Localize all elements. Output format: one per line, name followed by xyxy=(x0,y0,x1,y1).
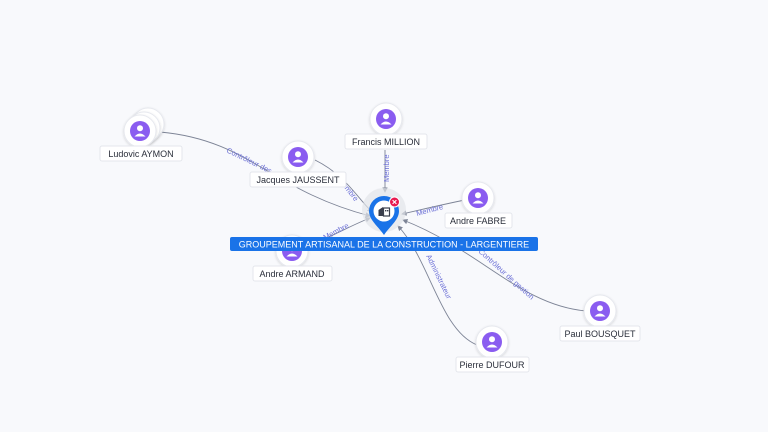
person-icon xyxy=(376,109,396,129)
label-box xyxy=(252,265,333,282)
label-box xyxy=(344,133,428,150)
edge-andre-fabre xyxy=(401,199,466,216)
person-node-jacques-jaussent[interactable]: Jacques JAUSSENT xyxy=(249,140,347,188)
person-icon xyxy=(468,188,488,208)
edges xyxy=(159,131,587,346)
person-icon xyxy=(288,147,308,167)
edge-paul-bousquet xyxy=(402,219,587,312)
person-icon xyxy=(590,301,610,321)
label-box xyxy=(444,212,513,229)
person-name: Jacques JAUSSENT xyxy=(256,175,340,185)
label-box xyxy=(455,356,530,373)
person-name: Paul BOUSQUET xyxy=(564,329,636,339)
center-label-box xyxy=(230,237,538,251)
center-company-node[interactable]: GROUPEMENT ARTISANAL DE LA CONSTRUCTION … xyxy=(230,188,538,251)
person-node-andre-fabre[interactable]: Andre FABRE xyxy=(444,181,513,229)
label-box xyxy=(249,171,347,188)
person-node-pierre-dufour[interactable]: Pierre DUFOUR xyxy=(455,325,530,373)
person-name: Ludovic AYMON xyxy=(108,149,173,159)
label-box xyxy=(99,145,183,162)
edge-label-paul-bousquet: Contrôleur de gestion xyxy=(477,247,536,302)
person-node-francis-million[interactable]: Francis MILLION xyxy=(344,102,428,150)
building-icon xyxy=(378,207,391,217)
label-box xyxy=(559,325,641,342)
person-name: Pierre DUFOUR xyxy=(459,360,525,370)
person-node-ludovic-aymon[interactable]: Ludovic AYMON xyxy=(99,107,183,162)
person-icon xyxy=(482,332,502,352)
edge-ludovic-aymon xyxy=(159,131,371,218)
edge-label-andre-fabre: Membre xyxy=(415,202,444,218)
person-name: Andre FABRE xyxy=(450,216,506,226)
person-name: Francis MILLION xyxy=(352,137,420,147)
person-name: Andre ARMAND xyxy=(259,269,325,279)
person-node-paul-bousquet[interactable]: Paul BOUSQUET xyxy=(559,294,641,342)
company-name: GROUPEMENT ARTISANAL DE LA CONSTRUCTION … xyxy=(239,240,529,250)
close-icon[interactable] xyxy=(389,196,400,208)
edge-label-francis-million: Membre xyxy=(382,154,391,182)
person-icon xyxy=(130,121,150,141)
